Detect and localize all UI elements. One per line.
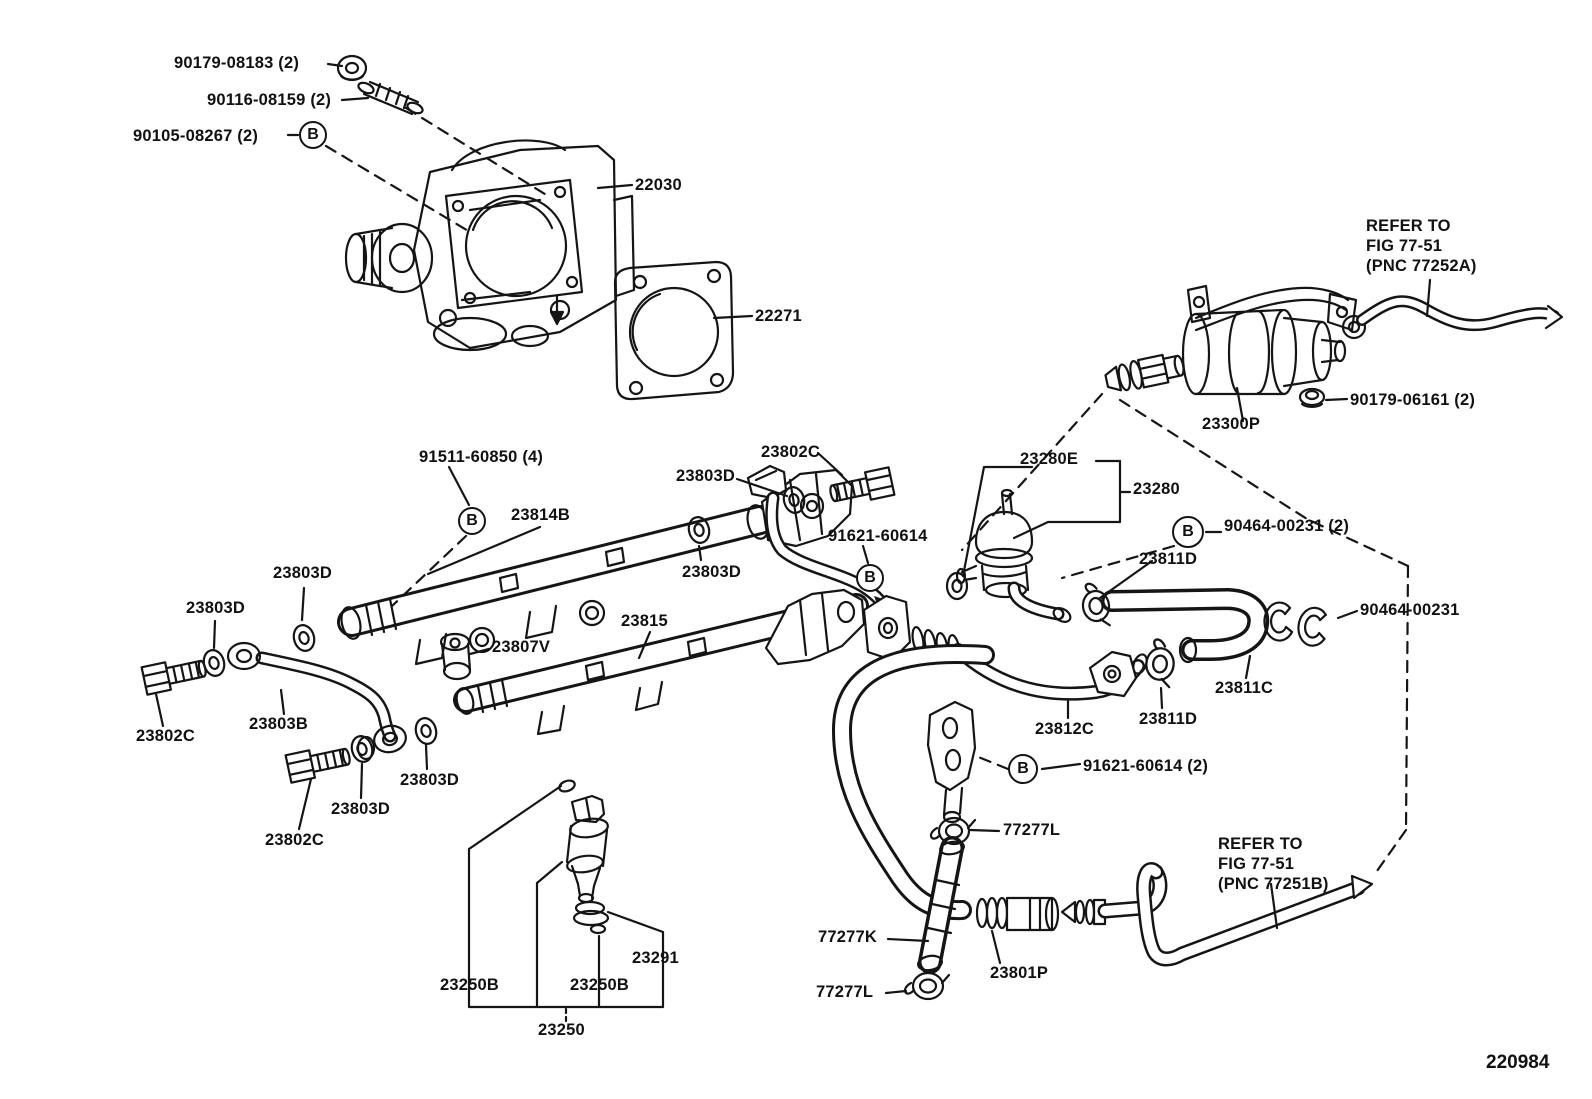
part-label-23802c-c: 23802C: [265, 831, 324, 849]
part-label-77277k: 77277K: [818, 928, 877, 946]
part-label-23802c-b: 23802C: [136, 727, 195, 745]
bolt-marker-b-1: B: [299, 121, 327, 149]
part-label-23250b-a: 23250B: [440, 976, 499, 994]
part-label-90179-06161: 90179-06161 (2): [1350, 391, 1476, 409]
part-label-22030: 22030: [635, 176, 682, 194]
part-label-23803d-e: 23803D: [400, 771, 459, 789]
part-label-77277l-b: 77277L: [816, 983, 874, 1001]
refer-note-77251b: REFER TO FIG 77-51 (PNC 77251B): [1218, 835, 1329, 893]
part-label-23814b: 23814B: [511, 506, 570, 524]
part-label-23811c: 23811C: [1215, 679, 1274, 697]
part-label-91621-60614-a: 91621-60614: [828, 527, 928, 545]
figure-number: 220984: [1486, 1052, 1550, 1073]
part-label-90105-08267: 90105-08267 (2): [133, 127, 259, 145]
part-label-23803d-d: 23803D: [186, 599, 245, 617]
part-label-23812c: 23812C: [1035, 720, 1094, 738]
part-label-23815: 23815: [621, 612, 668, 630]
part-label-23801p: 23801P: [990, 964, 1049, 982]
part-label-91511-60850: 91511-60850 (4): [419, 448, 544, 466]
part-label-23811d-a: 23811D: [1139, 550, 1198, 568]
bolt-marker-b-3: B: [856, 564, 884, 592]
part-label-90179-08183: 90179-08183 (2): [174, 54, 300, 72]
part-label-23280e: 23280E: [1020, 450, 1079, 468]
refer-note-77252a: REFER TO FIG 77-51 (PNC 77252A): [1366, 217, 1477, 275]
part-label-23280: 23280: [1133, 480, 1180, 498]
part-label-23803d-f: 23803D: [331, 800, 390, 818]
part-label-90464-00231-x2: 90464-00231 (2): [1224, 517, 1350, 535]
part-label-23291: 23291: [632, 949, 679, 967]
part-label-22271: 22271: [755, 307, 802, 325]
part-label-23811d-b: 23811D: [1139, 710, 1198, 728]
part-label-23807v: 23807V: [492, 638, 551, 656]
part-label-23802c-a: 23802C: [761, 443, 820, 461]
part-label-23803d-c: 23803D: [273, 564, 332, 582]
part-label-91621-60614-b: 91621-60614 (2): [1083, 757, 1209, 775]
part-label-90116-08159: 90116-08159 (2): [207, 91, 332, 109]
part-label-23803b: 23803B: [249, 715, 308, 733]
bolt-marker-b-5: B: [1008, 754, 1038, 784]
part-label-23250b-b: 23250B: [570, 976, 629, 994]
part-label-23250: 23250: [538, 1021, 585, 1039]
bolt-marker-b-4: B: [1172, 516, 1204, 548]
part-label-90464-00231: 90464-00231: [1360, 601, 1460, 619]
part-label-23803d-b: 23803D: [682, 563, 741, 581]
part-label-77277l-a: 77277L: [1003, 821, 1061, 839]
part-label-23300p: 23300P: [1202, 415, 1261, 433]
part-label-23803d-a: 23803D: [676, 467, 735, 485]
bolt-marker-b-2: B: [458, 507, 486, 535]
